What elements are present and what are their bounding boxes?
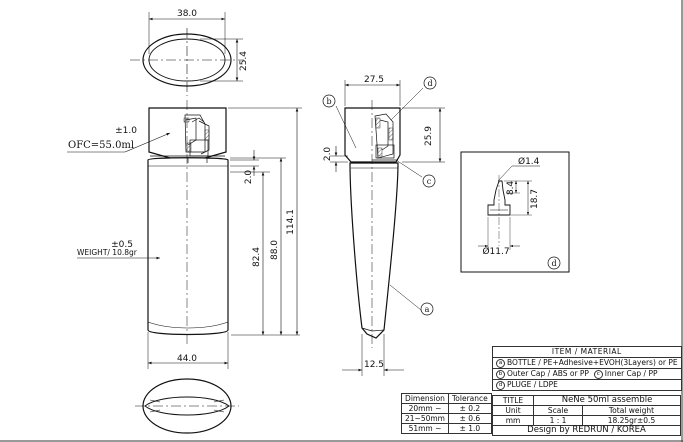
detail-tip-dim: Ø1.4 (518, 156, 540, 167)
marker-a-badge: a (496, 358, 505, 368)
tolerance-header-tolerance: Tolerance (447, 393, 492, 404)
weight-tolerance: ±0.5 (111, 240, 133, 250)
marker-d: d (427, 79, 432, 88)
title-label: TITLE (491, 395, 535, 406)
table-row: 20mm ~ ± 0.2 (401, 403, 492, 414)
scale-header: Scale (533, 405, 583, 416)
table-row: 51mm ~ ± 1.0 (401, 423, 492, 434)
tolerance-value: ± 1.0 (447, 423, 492, 434)
tolerance-range: 20mm ~ (401, 403, 449, 414)
side-cap-height-dim: 25.9 (424, 126, 434, 146)
bottom-view (135, 378, 239, 434)
unit-value: mm (491, 415, 535, 426)
front-view (67, 100, 302, 369)
bottle-dim: 88.0 (270, 240, 280, 260)
designer-credit: Design by REDRUN / KOREA (492, 425, 681, 436)
marker-c: c (427, 177, 432, 186)
side-step-dim: 2.0 (323, 147, 333, 162)
drawing-title: NeNe 50ml assemble (533, 395, 681, 406)
tolerance-value: ± 0.6 (447, 413, 492, 424)
weight-value: 18.25gr±0.5 (581, 415, 682, 426)
tolerance-range: 51mm ~ (401, 423, 449, 434)
detail-h1-dim: 8.4 (506, 181, 516, 196)
width-dim: 44.0 (177, 354, 197, 364)
title-header-row: Unit Scale Total weight (491, 405, 682, 416)
table-row: 21~50mm ± 0.6 (401, 413, 492, 424)
detail-marker: d (551, 259, 556, 268)
unit-header: Unit (491, 405, 535, 416)
ofc-label: OFC=55.0ml (68, 140, 134, 151)
title-value-row: mm 1 : 1 18.25gr±0.5 (491, 415, 682, 426)
marker-a: a (425, 305, 430, 314)
weight-label: WEIGHT/ 10.8gr (77, 248, 138, 257)
title-block: TITLE NeNe 50ml assemble Unit Scale Tota… (491, 395, 682, 436)
marker-d-badge: d (496, 380, 505, 390)
item-row-a-text: BOTTLE / PE+Adhesive+EVOH(3Layers) or PE (507, 358, 678, 367)
tolerance-header-dimension: Dimension (401, 393, 449, 404)
ofc-tolerance: ±1.0 (115, 126, 137, 136)
detail-base-dim: Ø11.7 (482, 246, 509, 257)
top-depth-dim: 25.4 (239, 51, 249, 71)
item-row-c-text: Inner Cap / PP (604, 369, 658, 378)
body-dim: 82.4 (252, 247, 262, 267)
side-top-width-dim: 27.5 (364, 75, 384, 85)
detail-d (460, 151, 570, 273)
marker-b: b (326, 97, 331, 106)
marker-c-badge: c (593, 369, 603, 379)
tolerance-range: 21~50mm (401, 413, 449, 424)
side-bottom-dim: 12.5 (364, 360, 384, 370)
top-view (130, 12, 244, 96)
detail-h2-dim: 18.7 (530, 189, 540, 209)
tolerance-header-row: Dimension Tolerance (401, 393, 492, 404)
item-row-d-text: PLUGE / LDPE (507, 380, 558, 389)
tolerance-table: Dimension Tolerance 20mm ~ ± 0.2 21~50mm… (401, 393, 492, 434)
total-height-dim: 114.1 (286, 209, 296, 235)
top-width-dim: 38.0 (177, 9, 197, 19)
weight-header: Total weight (581, 405, 682, 416)
side-view (322, 76, 445, 376)
item-table-header: ITEM / MATERIAL (492, 346, 682, 358)
shoulder-dim: 2.0 (244, 170, 254, 185)
designer-row: Design by REDRUN / KOREA (492, 425, 681, 436)
tolerance-value: ± 0.2 (447, 403, 492, 414)
marker-b-badge: b (496, 369, 505, 379)
scale-value: 1 : 1 (533, 415, 583, 426)
title-row: TITLE NeNe 50ml assemble (491, 395, 681, 406)
item-row-b-text: Outer Cap / ABS or PP (507, 369, 589, 378)
